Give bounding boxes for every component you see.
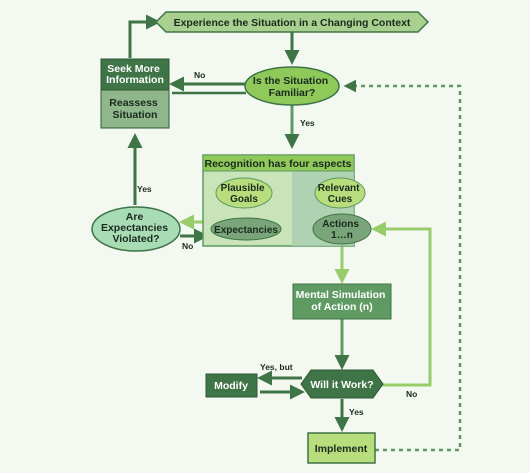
node-mental-simulation: Mental Simulation of Action (n) bbox=[292, 283, 392, 320]
svg-text:Reassess Situation: Reassess Situation bbox=[109, 97, 160, 121]
svg-text:Are Expectancies V: Are Expectancies Violated? bbox=[101, 211, 171, 245]
svg-text:Actions 1…n: Actions 1…n bbox=[322, 219, 361, 241]
edge-label-violated-yes: Yes bbox=[137, 184, 152, 194]
node-seek-line1: Seek More bbox=[107, 63, 160, 75]
node-implement-label: Implement bbox=[315, 443, 368, 455]
node-sim-line2: of Action (n) bbox=[311, 301, 372, 313]
node-will-it-work-label: Will it Work? bbox=[310, 379, 373, 391]
arrow-work-no bbox=[371, 221, 432, 387]
svg-text:Seek More Information: Seek More Information bbox=[106, 63, 164, 86]
node-plausible-goals: Plausible Goals bbox=[215, 177, 273, 209]
node-recognition-title: Recognition has four aspects bbox=[204, 158, 351, 170]
arrow-implement-to-familiar bbox=[343, 79, 462, 452]
edge-label-work-no: No bbox=[406, 389, 417, 399]
node-violated-line3: Violated? bbox=[112, 233, 159, 245]
svg-text:Relevant Cues: Relevant Cues bbox=[318, 183, 362, 205]
node-reassess: Reassess Situation bbox=[100, 89, 170, 129]
node-implement: Implement bbox=[307, 432, 376, 464]
node-goals-line1: Plausible bbox=[221, 183, 265, 194]
node-actions-line1: Actions bbox=[322, 219, 359, 230]
node-cues-line2: Cues bbox=[328, 194, 353, 205]
svg-text:Mental Simulation of Act: Mental Simulation of Action (n) bbox=[296, 289, 389, 313]
node-recognition: Recognition has four aspects Plausible G… bbox=[202, 154, 372, 247]
edge-label-familiar-no: No bbox=[194, 70, 205, 80]
node-relevant-cues: Relevant Cues bbox=[314, 177, 366, 209]
node-modify-label: Modify bbox=[214, 380, 248, 392]
node-modify: Modify bbox=[205, 373, 258, 398]
svg-text:Plausible Goals: Plausible Goals bbox=[221, 183, 268, 205]
svg-text:Is the Situation Familia: Is the Situation Familiar? bbox=[253, 75, 331, 99]
node-violated-line2: Expectancies bbox=[101, 222, 168, 234]
node-sim-line1: Mental Simulation bbox=[296, 289, 386, 301]
node-reassess-line2: Situation bbox=[113, 109, 158, 121]
node-reassess-line1: Reassess bbox=[109, 97, 158, 109]
node-cues-line1: Relevant bbox=[318, 183, 360, 194]
edge-label-work-yes: Yes bbox=[349, 407, 364, 417]
connectors bbox=[127, 14, 462, 452]
node-will-it-work: Will it Work? bbox=[300, 369, 384, 399]
node-expectancies-label: Expectancies bbox=[214, 225, 278, 236]
edge-label-familiar-yes: Yes bbox=[300, 118, 315, 128]
node-expectancies-violated: Are Expectancies Violated? bbox=[91, 206, 181, 252]
edge-label-violated-no: No bbox=[182, 241, 193, 251]
arrow-seek-to-experience bbox=[128, 14, 161, 58]
node-goals-line2: Goals bbox=[230, 194, 258, 205]
node-familiar-line2: Familiar? bbox=[269, 87, 316, 99]
edge-label-work-yes-but: Yes, but bbox=[260, 362, 293, 372]
node-experience: Experience the Situation in a Changing C… bbox=[154, 11, 430, 33]
node-expectancies: Expectancies bbox=[210, 217, 282, 241]
node-familiar-line1: Is the Situation bbox=[253, 75, 328, 87]
node-familiar: Is the Situation Familiar? bbox=[244, 66, 340, 106]
node-violated-line1: Are bbox=[126, 211, 144, 223]
node-actions: Actions 1…n bbox=[312, 213, 372, 245]
node-experience-label: Experience the Situation in a Changing C… bbox=[174, 17, 411, 29]
node-seek-line2: Information bbox=[106, 74, 164, 86]
node-seek-more: Seek More Information bbox=[100, 58, 170, 91]
node-actions-line2: 1…n bbox=[331, 230, 353, 241]
